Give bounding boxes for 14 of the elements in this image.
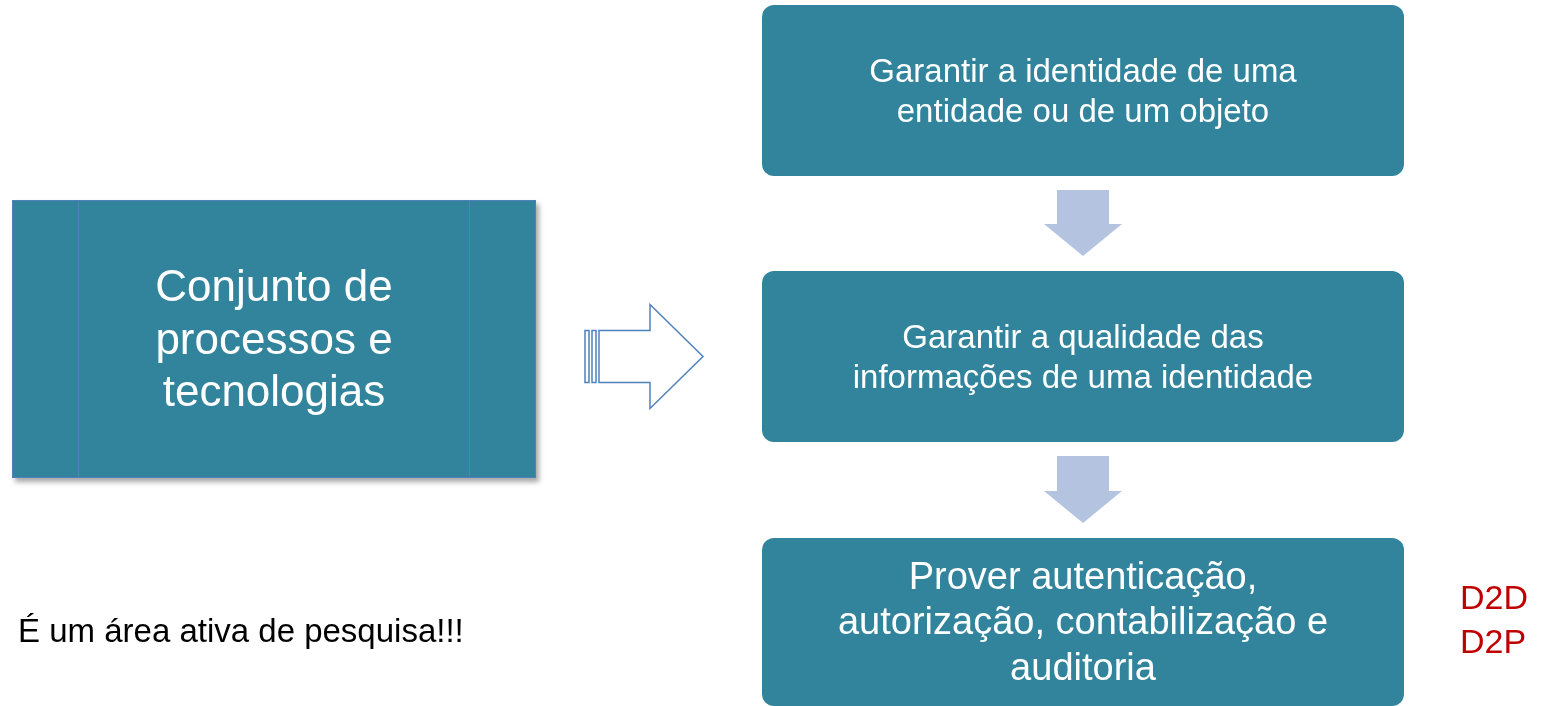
side-label: D2P [1460, 621, 1527, 662]
note-text: É um área ativa de pesquisa!!! [18, 612, 464, 650]
block-arrow [1044, 456, 1122, 523]
box-text: Garantir a identidade de uma entidade ou de um objeto [868, 50, 1298, 131]
box-text: Conjunto de processos e tecnologias [154, 259, 394, 418]
box-text: Garantir a qualidade das informações de uma identidade [851, 316, 1315, 397]
striped-arrow [584, 302, 705, 411]
side-label: D2D [1460, 577, 1529, 618]
process-box [12, 200, 536, 478]
rounded-box [762, 271, 1404, 442]
rounded-box [762, 538, 1404, 706]
block-arrow [1044, 190, 1122, 256]
rounded-box [762, 5, 1404, 176]
box-text: Prover autenticação, autorização, contabilização e auditoria [836, 553, 1330, 690]
